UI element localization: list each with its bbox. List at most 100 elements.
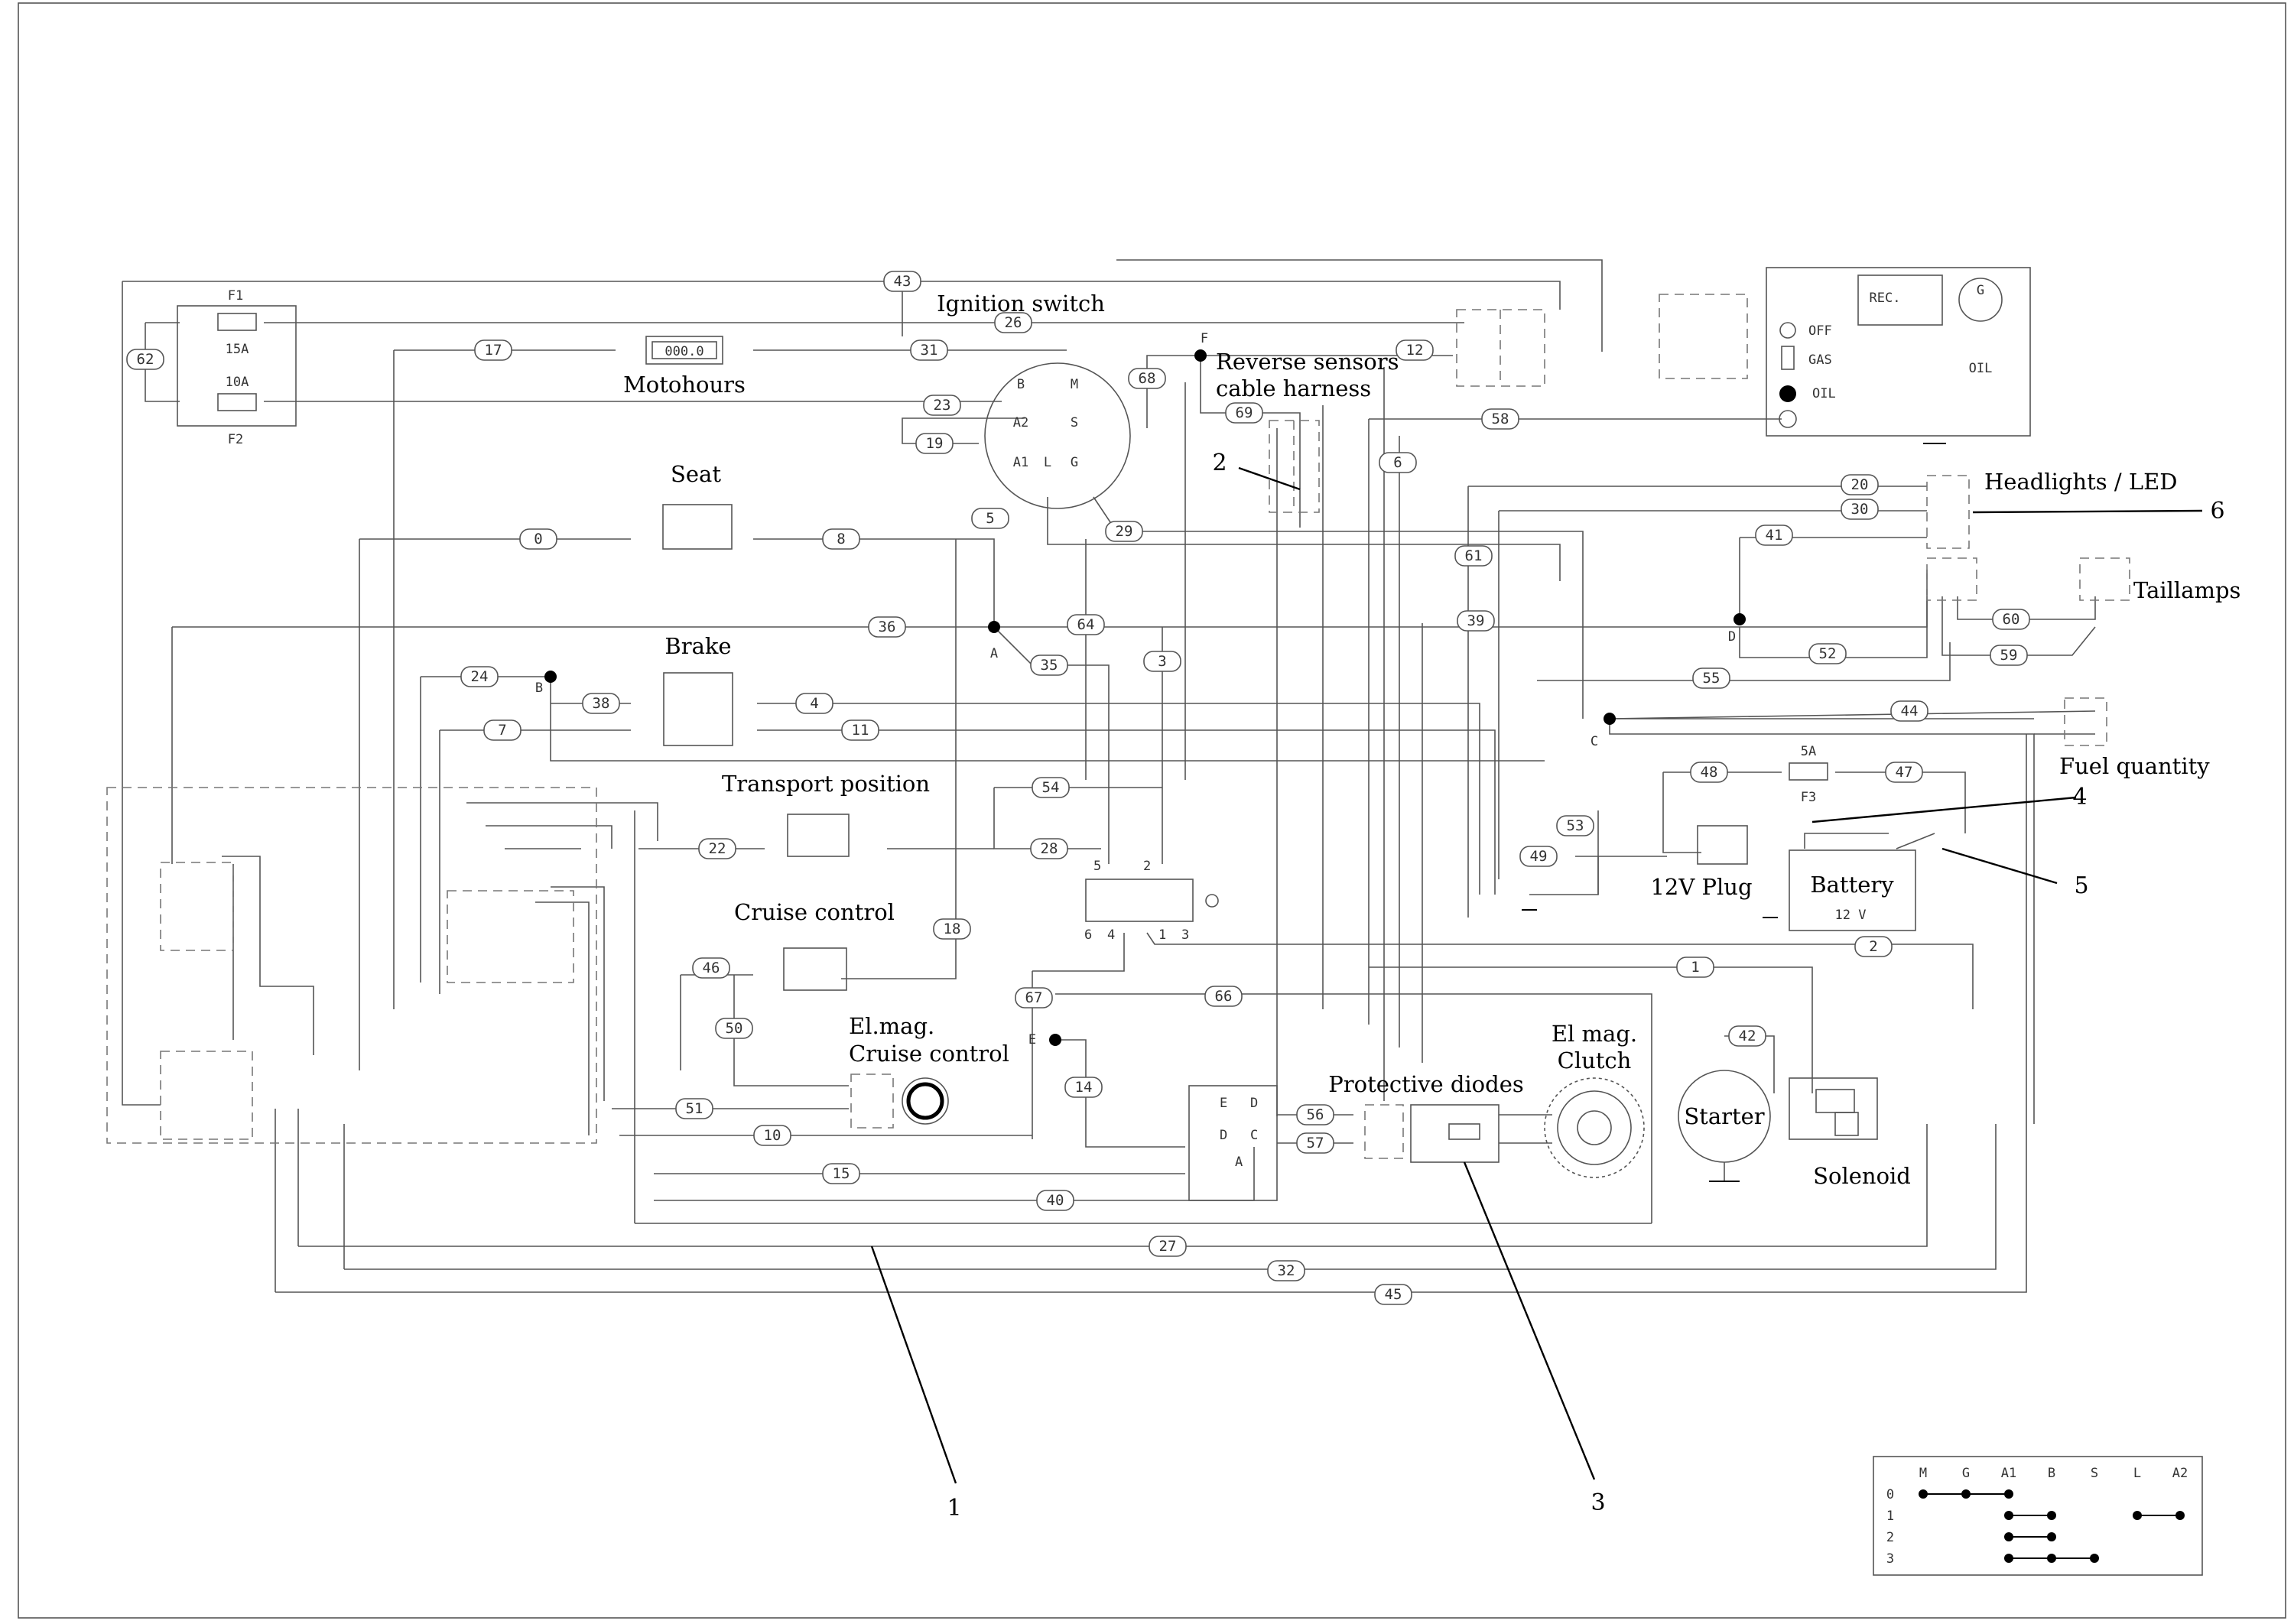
relay-terminal-6: 6 <box>1084 927 1092 943</box>
wire-tag-5: 5 <box>971 508 1009 529</box>
wire-tag-text: 3 <box>1158 653 1166 670</box>
wire-tag-54: 54 <box>1032 777 1070 798</box>
wire-tag-text: 56 <box>1307 1106 1324 1123</box>
battery-label: Battery <box>1810 872 1894 898</box>
fuse-f2-rating: 10A <box>226 375 249 390</box>
wire-tag-55: 55 <box>1692 667 1730 689</box>
wire-tag-text: 52 <box>1819 645 1837 662</box>
wire-tag-text: 42 <box>1739 1028 1756 1044</box>
wire-tag-7: 7 <box>483 719 522 741</box>
truth-table-row: 0 <box>1886 1487 1894 1502</box>
wire-tag-text: 2 <box>1869 938 1877 955</box>
callout-3: 3 <box>1591 1489 1605 1516</box>
fuse-f3: 5A F3 <box>1789 744 1828 805</box>
wire-tag-text: 45 <box>1385 1286 1402 1303</box>
relay-terminal-1: 1 <box>1158 927 1166 943</box>
truth-table-column: B <box>2048 1466 2055 1481</box>
node-letters: A B C D E <box>535 629 1736 1047</box>
wire-tag-52: 52 <box>1808 643 1847 664</box>
wire-tag-38: 38 <box>582 693 620 714</box>
callout-1: 1 <box>947 1495 961 1522</box>
wire-tag-text: 4 <box>810 695 818 712</box>
wire-tag-text: 5 <box>986 510 994 527</box>
brake-switch: Brake <box>663 633 733 746</box>
truth-table-dot <box>2004 1532 2013 1541</box>
wire-tag-26: 26 <box>994 312 1032 333</box>
wire-tag-3: 3 <box>1143 651 1181 672</box>
ign-terminal-l: L <box>1044 455 1051 470</box>
wire-tag-0: 0 <box>519 528 557 550</box>
diode-terminal-d2: D <box>1220 1128 1227 1143</box>
wire-tag-text: 1 <box>1691 959 1699 976</box>
diode-terminal-c: C <box>1250 1128 1258 1143</box>
wire-tag-20: 20 <box>1841 474 1879 495</box>
truth-table-dot <box>1919 1489 1928 1499</box>
wire-tag-text: 15 <box>833 1165 850 1182</box>
wire-tag-67: 67 <box>1015 987 1053 1009</box>
solenoid: Solenoid <box>1789 1077 1911 1189</box>
wire-tag-28: 28 <box>1030 838 1068 859</box>
fuse-f3-label: F3 <box>1801 790 1816 805</box>
wire-tag-57: 57 <box>1296 1132 1334 1154</box>
junction-dots <box>544 349 1746 1046</box>
wire-tag-32: 32 <box>1267 1260 1305 1281</box>
truth-table-dot <box>2090 1554 2099 1563</box>
headlights-connector: Headlights / LED <box>1926 469 2178 549</box>
wires <box>122 259 2096 1293</box>
wire-tag-50: 50 <box>715 1018 753 1039</box>
seat-switch: Seat <box>662 461 733 550</box>
relay-terminal-4: 4 <box>1107 927 1115 943</box>
truth-table-column: G <box>1962 1466 1970 1481</box>
motohours-label: Motohours <box>623 372 746 398</box>
wire-tag-text: 50 <box>726 1020 743 1037</box>
wire-tag-text: 11 <box>852 722 869 739</box>
wire-tag-text: 41 <box>1766 527 1783 544</box>
brake-label: Brake <box>664 633 731 659</box>
cruise-control-switch: Cruise control <box>734 899 895 991</box>
wire-tag-text: 40 <box>1047 1192 1064 1209</box>
truth-table-column: L <box>2133 1466 2141 1481</box>
wire-tag-text: 10 <box>764 1127 781 1144</box>
wire-tag-text: 39 <box>1467 612 1485 629</box>
wire-tag-text: 29 <box>1116 523 1133 540</box>
wire-tag-49: 49 <box>1519 846 1558 867</box>
wire-tag-text: 69 <box>1236 404 1253 421</box>
callout-4: 4 <box>2072 784 2087 810</box>
reverse-sensors-label-2: cable harness <box>1216 375 1371 401</box>
elmag-cruise-label-1: El.mag. <box>849 1013 934 1039</box>
callout-6: 6 <box>2210 498 2224 525</box>
left-connector-top <box>160 862 234 951</box>
motohours-meter: 000.0 Motohours <box>623 336 746 398</box>
cruise-control-label: Cruise control <box>734 899 895 925</box>
wire-tag-text: 35 <box>1041 657 1058 674</box>
wire-tag-39: 39 <box>1457 610 1495 632</box>
wire-tag-text: 58 <box>1492 411 1509 427</box>
battery: Battery 12 V <box>1789 849 1916 931</box>
wire-tag-text: 12 <box>1406 342 1424 359</box>
diode-connector: E D D C A <box>1188 1085 1278 1201</box>
solenoid-label: Solenoid <box>1813 1163 1911 1189</box>
wire-tag-text: 0 <box>534 531 542 547</box>
elmag-clutch-label-1: El mag. <box>1552 1021 1637 1047</box>
wire-tag-68: 68 <box>1128 368 1166 389</box>
wire-tag-27: 27 <box>1149 1236 1187 1257</box>
truth-table-dot <box>2047 1554 2056 1563</box>
wire-tag-text: 23 <box>934 397 951 414</box>
wire-tag-1: 1 <box>1676 957 1714 978</box>
wire-tag-text: 32 <box>1278 1262 1295 1279</box>
starter-motor: Starter <box>1678 1070 1771 1182</box>
wire-tag-19: 19 <box>915 433 954 454</box>
wire-tag-text: 47 <box>1896 764 1913 781</box>
truth-table-column: A2 <box>2172 1466 2188 1481</box>
truth-table-dot <box>2004 1489 2013 1499</box>
wire-tag-text: 49 <box>1530 848 1548 865</box>
fuse-f1-label: F1 <box>228 288 243 304</box>
relay-switch: 5 2 6 4 1 3 <box>1084 859 1219 943</box>
wire-tag-text: 68 <box>1139 370 1156 387</box>
wire-tag-29: 29 <box>1105 521 1143 542</box>
wire-tag-text: 28 <box>1041 840 1058 857</box>
headlights-label: Headlights / LED <box>1984 469 2178 495</box>
relay-harness-outline <box>106 787 597 1144</box>
